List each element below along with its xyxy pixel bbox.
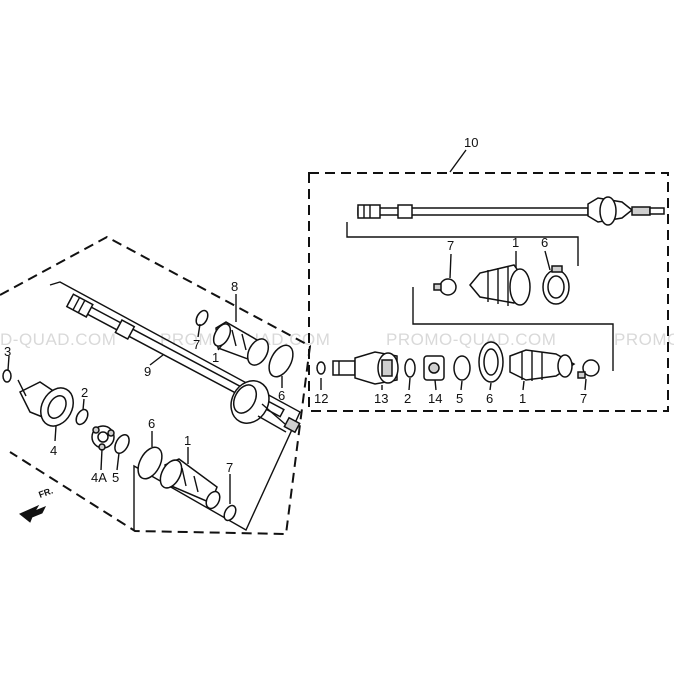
callout-6-right: 6 bbox=[486, 391, 493, 406]
leader-7-right bbox=[584, 378, 587, 391]
front-direction-arrow: FR. bbox=[19, 486, 54, 523]
upper-clamp-small bbox=[195, 309, 209, 327]
watermark-left: D-QUAD.COM bbox=[0, 330, 116, 349]
joint-housing-13 bbox=[332, 351, 399, 385]
upper-band bbox=[268, 344, 294, 378]
callout-14: 14 bbox=[428, 391, 442, 406]
inner-joint-housing bbox=[17, 379, 74, 427]
mid-band bbox=[542, 265, 570, 305]
drive-shaft bbox=[65, 293, 285, 418]
lower-band bbox=[137, 446, 163, 480]
callout-12: 12 bbox=[314, 391, 328, 406]
tripod-spider bbox=[91, 425, 115, 451]
callout-6-mid: 6 bbox=[541, 235, 548, 250]
right-assembly-group: 10 bbox=[308, 135, 669, 412]
callout-7-lower: 7 bbox=[226, 460, 233, 475]
callout-7-upper: 7 bbox=[193, 337, 200, 352]
mid-boot bbox=[469, 264, 531, 306]
mid-clamp bbox=[433, 278, 457, 296]
callout-5-left: 5 bbox=[112, 470, 119, 485]
lower-clamp-small bbox=[223, 504, 237, 522]
callout-1-lower: 1 bbox=[184, 433, 191, 448]
lower-boot bbox=[159, 458, 221, 510]
callout-1-mid: 1 bbox=[512, 235, 519, 250]
left-leaders bbox=[7, 294, 283, 504]
circlip-2-right bbox=[404, 358, 416, 378]
callout-6-upper: 6 bbox=[278, 388, 285, 403]
callout-7-right: 7 bbox=[580, 391, 587, 406]
leader-14 bbox=[434, 379, 437, 391]
right-bracket-top bbox=[346, 222, 579, 266]
retaining-ring-5-right bbox=[453, 355, 471, 381]
leader-6-right bbox=[489, 382, 492, 391]
watermark-layer: D-QUAD.COM PROMO-QUAD.COM PROMO-QUAD.COM… bbox=[0, 330, 674, 349]
right-drive-shaft bbox=[357, 196, 665, 226]
band-6-right bbox=[478, 341, 504, 383]
right-bracket-mid bbox=[412, 287, 614, 371]
callout-5-right: 5 bbox=[456, 391, 463, 406]
outer-cv-joint bbox=[230, 380, 301, 434]
callout-4a: 4A bbox=[91, 470, 107, 485]
upper-boot bbox=[212, 321, 270, 366]
callout-4: 4 bbox=[50, 443, 57, 458]
leader-1-right bbox=[522, 380, 525, 391]
left-group-boundary bbox=[0, 235, 312, 536]
leader-5-right bbox=[460, 380, 463, 391]
leader-7-mid bbox=[449, 253, 452, 279]
snap-ring-left bbox=[2, 369, 12, 383]
callout-3: 3 bbox=[4, 344, 11, 359]
watermark-right: PROMO bbox=[614, 330, 674, 349]
left-group-inner-frame bbox=[49, 281, 301, 531]
leader-6-mid bbox=[544, 250, 551, 271]
callout-2-left: 2 bbox=[81, 385, 88, 400]
callout-6-lower: 6 bbox=[148, 416, 155, 431]
callout-10: 10 bbox=[464, 135, 478, 150]
snap-ring-12 bbox=[316, 361, 326, 375]
callout-9: 9 bbox=[144, 364, 151, 379]
callout-7-mid: 7 bbox=[447, 238, 454, 253]
callout-1-right: 1 bbox=[519, 391, 526, 406]
clamp-7-right bbox=[577, 359, 600, 379]
assembly-leader-10 bbox=[449, 149, 467, 173]
boot-1-right bbox=[509, 349, 576, 381]
circlip-left bbox=[75, 408, 89, 426]
right-group-boundary bbox=[308, 172, 669, 412]
left-assembly-group: 8 7 1 6 9 3 2 4 4A 5 6 1 7 FR. bbox=[0, 235, 312, 536]
watermark-center-right: PROMO-QUAD.COM bbox=[386, 330, 556, 349]
tripod-14 bbox=[423, 355, 445, 381]
callout-2-right: 2 bbox=[404, 391, 411, 406]
callout-8: 8 bbox=[231, 279, 238, 294]
callout-13: 13 bbox=[374, 391, 388, 406]
left-callouts: 8 7 1 6 9 3 2 4 4A 5 6 1 7 bbox=[4, 279, 285, 485]
front-direction-label: FR. bbox=[37, 486, 54, 500]
retaining-ring-left bbox=[114, 433, 130, 455]
callout-1-upper: 1 bbox=[212, 350, 219, 365]
leader-2-right bbox=[408, 377, 411, 391]
